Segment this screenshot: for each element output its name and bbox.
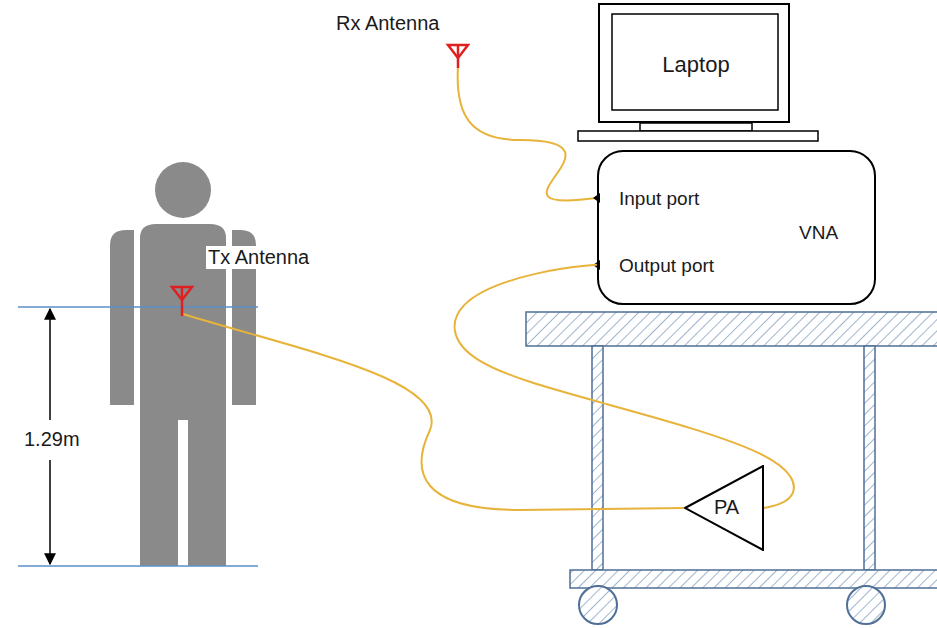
rx-cable xyxy=(458,66,596,201)
cart xyxy=(526,312,937,624)
device-label: PA xyxy=(714,496,739,519)
cable xyxy=(455,265,794,508)
dimension-arrow xyxy=(49,309,51,420)
port-label: Output port xyxy=(619,255,714,277)
dimension-line xyxy=(18,306,258,308)
cart-leg xyxy=(592,346,603,570)
person-leg xyxy=(140,410,178,566)
cart-leg xyxy=(864,346,875,570)
dimension-line xyxy=(18,565,258,567)
cart-wheel xyxy=(579,586,617,624)
antenna-label: Rx Antenna xyxy=(334,12,441,35)
cart-wheel xyxy=(847,586,885,624)
rx-antenna xyxy=(448,45,468,68)
cart-shelf xyxy=(570,570,937,588)
person-leg xyxy=(188,410,226,566)
amplifier-outline xyxy=(685,466,763,550)
laptop-hinge xyxy=(640,123,752,131)
tx-antenna xyxy=(172,287,192,316)
antenna-label: Tx Antenna xyxy=(206,246,311,269)
tx-cable xyxy=(183,314,684,510)
person-silhouette xyxy=(110,162,256,566)
port-label: VNA xyxy=(799,222,838,244)
port-label: Input port xyxy=(619,188,699,210)
person-head xyxy=(155,162,211,218)
dimension-label: 1.29m xyxy=(22,428,82,451)
dimension-arrow xyxy=(49,460,51,564)
amplifier-triangle: PA xyxy=(684,465,764,551)
instrument-box: Input portOutput port VNA xyxy=(597,150,876,305)
device-box: Laptop xyxy=(598,3,790,123)
laptop-screen xyxy=(612,14,778,110)
laptop-base xyxy=(578,131,818,141)
device-label: Laptop xyxy=(662,52,729,77)
person-arm xyxy=(110,230,134,405)
cart-top xyxy=(526,312,937,346)
